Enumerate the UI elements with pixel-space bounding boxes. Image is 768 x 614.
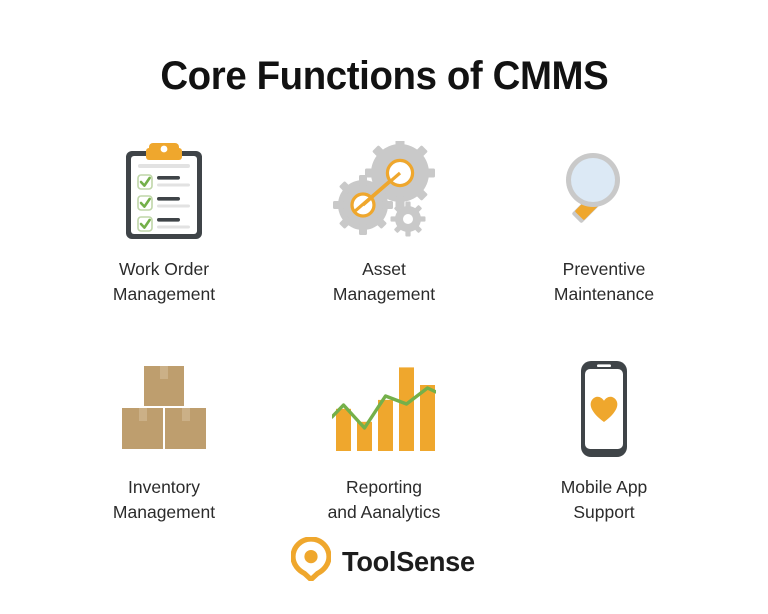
bar-chart-trendline-icon: [329, 355, 439, 463]
function-card-reporting: Reporting and Aanalytics: [274, 355, 494, 525]
page-title: Core Functions of CMMS: [159, 54, 609, 98]
functions-grid: Work Order Management: [54, 137, 714, 525]
toolsense-wordmark: ToolSense: [342, 545, 475, 577]
function-card-inventory: Inventory Management: [54, 355, 274, 525]
function-card-work-order: Work Order Management: [54, 137, 274, 307]
function-label: Work Order Management: [112, 259, 216, 304]
function-label: Mobile App Support: [560, 477, 648, 522]
function-card-preventive: Preventive Maintenance: [494, 137, 714, 307]
gears-belt-icon: [329, 137, 439, 245]
mobile-phone-heart-icon: [549, 355, 659, 463]
function-label: Reporting and Aanalytics: [327, 477, 441, 522]
function-card-asset: Asset Management: [274, 137, 494, 307]
stacked-boxes-icon: [109, 355, 219, 463]
magnifying-glass-icon: [549, 137, 659, 245]
clipboard-checklist-icon: [109, 137, 219, 245]
function-label: Preventive Maintenance: [553, 259, 655, 304]
function-label: Asset Management: [332, 259, 436, 304]
function-label: Inventory Management: [112, 477, 216, 522]
function-card-mobile: Mobile App Support: [494, 355, 714, 525]
toolsense-pin-icon: [290, 536, 332, 586]
toolsense-logo: ToolSense: [0, 536, 768, 586]
